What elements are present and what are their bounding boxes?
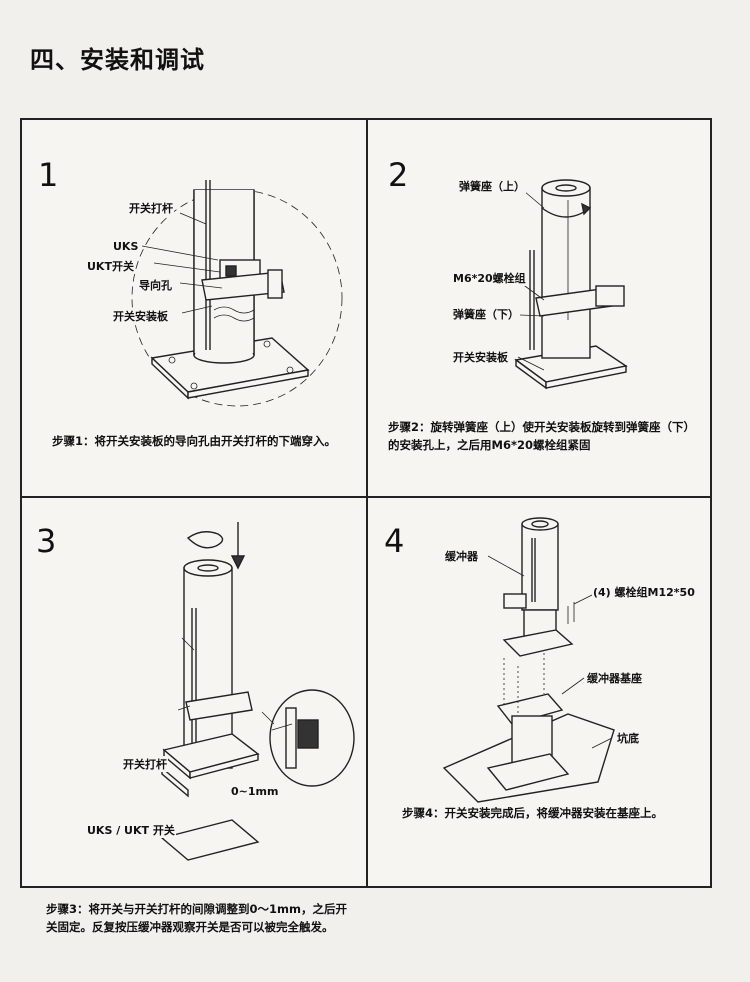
step-panel-1: 1 xyxy=(22,120,366,495)
label-ukt-switch: UKT开关 xyxy=(86,258,135,274)
label-buffer: 缓冲器 xyxy=(444,548,479,564)
step-2-illustration xyxy=(513,179,628,390)
label-bolt-set: (4) 螺栓组M12*50 xyxy=(592,584,696,600)
step-4-illustration xyxy=(442,648,615,803)
step-panel-3: 3 xyxy=(22,498,366,934)
label-switch-mount-plate: 开关安装板 xyxy=(112,308,169,324)
label-buffer-base: 缓冲器基座 xyxy=(586,670,643,686)
step-instruction: 步骤2：旋转弹簧座（上）使开关安装板旋转到弹簧座（下）的安装孔上，之后用M6*2… xyxy=(388,418,700,454)
label-uks: UKS xyxy=(112,240,140,253)
label-spring-seat-lower: 弹簧座（下） xyxy=(452,306,520,322)
page-title: 四、安装和调试 xyxy=(30,46,205,74)
step-number: 1 xyxy=(38,156,59,194)
grid-divider-horizontal xyxy=(22,496,710,498)
step-prefix: 步骤1： xyxy=(52,434,95,448)
step-number: 2 xyxy=(388,156,409,194)
step-prefix: 步骤4： xyxy=(402,806,445,820)
step-text: 将开关安装板的导向孔由开关打杆的下端穿入。 xyxy=(94,434,337,448)
step-text: 旋转弹簧座（上）使开关安装板旋转到弹簧座（下）的安装孔上，之后用M6*20螺栓组… xyxy=(388,420,696,452)
step-panel-4: 4 xyxy=(368,498,710,886)
step-text: 开关安装完成后，将缓冲器安装在基座上。 xyxy=(444,806,664,820)
label-uks-ukt-switch: UKS / UKT 开关 xyxy=(86,822,176,838)
label-guide-hole: 导向孔 xyxy=(138,277,173,293)
label-gap: 0~1mm xyxy=(230,785,280,798)
label-bolt-set: M6*20螺栓组 xyxy=(452,270,527,286)
step-instruction: 步骤3：将开关与开关打杆的间隙调整到0～1mm，之后开关固定。反复按压缓冲器观察… xyxy=(46,900,352,936)
label-switch-lever: 开关打杆 xyxy=(122,756,168,772)
step-instruction: 步骤4：开关安装完成后，将缓冲器安装在基座上。 xyxy=(402,804,702,822)
step-number: 3 xyxy=(36,522,57,560)
label-switch-mount-plate: 开关安装板 xyxy=(452,349,509,365)
step-prefix: 步骤3： xyxy=(46,902,89,916)
step-number: 4 xyxy=(384,522,405,560)
step-3-illustration xyxy=(160,522,355,861)
step-text: 将开关与开关打杆的间隙调整到0～1mm，之后开关固定。反复按压缓冲器观察开关是否… xyxy=(46,902,347,934)
step-1-illustration xyxy=(131,180,343,407)
label-switch-lever: 开关打杆 xyxy=(128,200,174,216)
grid-divider-vertical xyxy=(366,120,368,886)
label-pit-bottom: 坑底 xyxy=(616,730,640,746)
step-prefix: 步骤2： xyxy=(388,420,431,434)
buffer-illustration xyxy=(487,517,613,749)
label-spring-seat-upper: 弹簧座（上） xyxy=(458,178,526,194)
step-panel-2: 2 弹簧座（上） M6*20螺栓组 弹簧座（下） xyxy=(368,120,710,495)
step-instruction: 步骤1：将开关安装板的导向孔由开关打杆的下端穿入。 xyxy=(52,432,352,450)
installation-steps-grid: 1 xyxy=(20,118,712,934)
